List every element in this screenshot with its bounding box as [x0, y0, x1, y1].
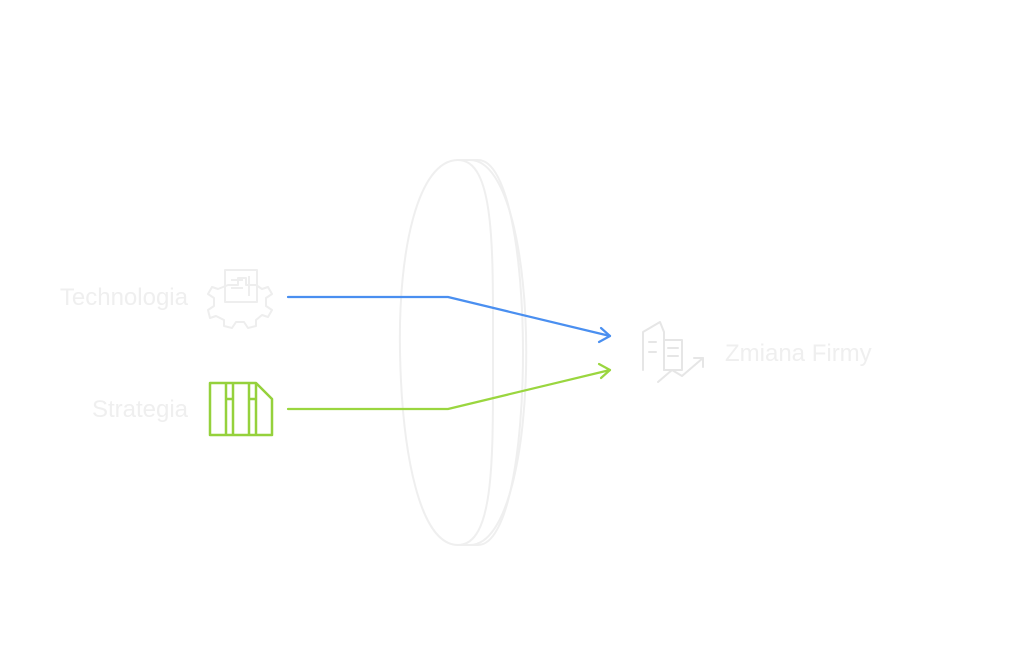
building-growth-icon [642, 321, 704, 383]
lens-side-edge [477, 159, 524, 546]
document-columns-outline [208, 381, 274, 437]
document-columns-icon [208, 381, 274, 437]
arrow-strategia-line [286, 368, 612, 411]
input-label-technologia: Technologia [60, 284, 189, 311]
arrow-technologia-line [286, 295, 612, 338]
lens-front [398, 158, 495, 547]
gear-document-icon [207, 269, 273, 329]
building-outline [642, 321, 665, 371]
lens-back-rim [469, 159, 528, 546]
arrow-technologia-head [597, 326, 612, 344]
document-sheet [224, 269, 258, 303]
arrow-strategia-head [597, 362, 612, 380]
output-label-zmiana-firmy: Zmiana Firmy [725, 340, 872, 367]
arrow-strategia [286, 362, 612, 411]
growth-trend-head [693, 357, 704, 368]
growth-trend-line [657, 357, 704, 383]
arrow-technologia [286, 295, 612, 344]
lens-icon [398, 158, 528, 547]
input-label-strategia: Strategia [92, 396, 189, 423]
